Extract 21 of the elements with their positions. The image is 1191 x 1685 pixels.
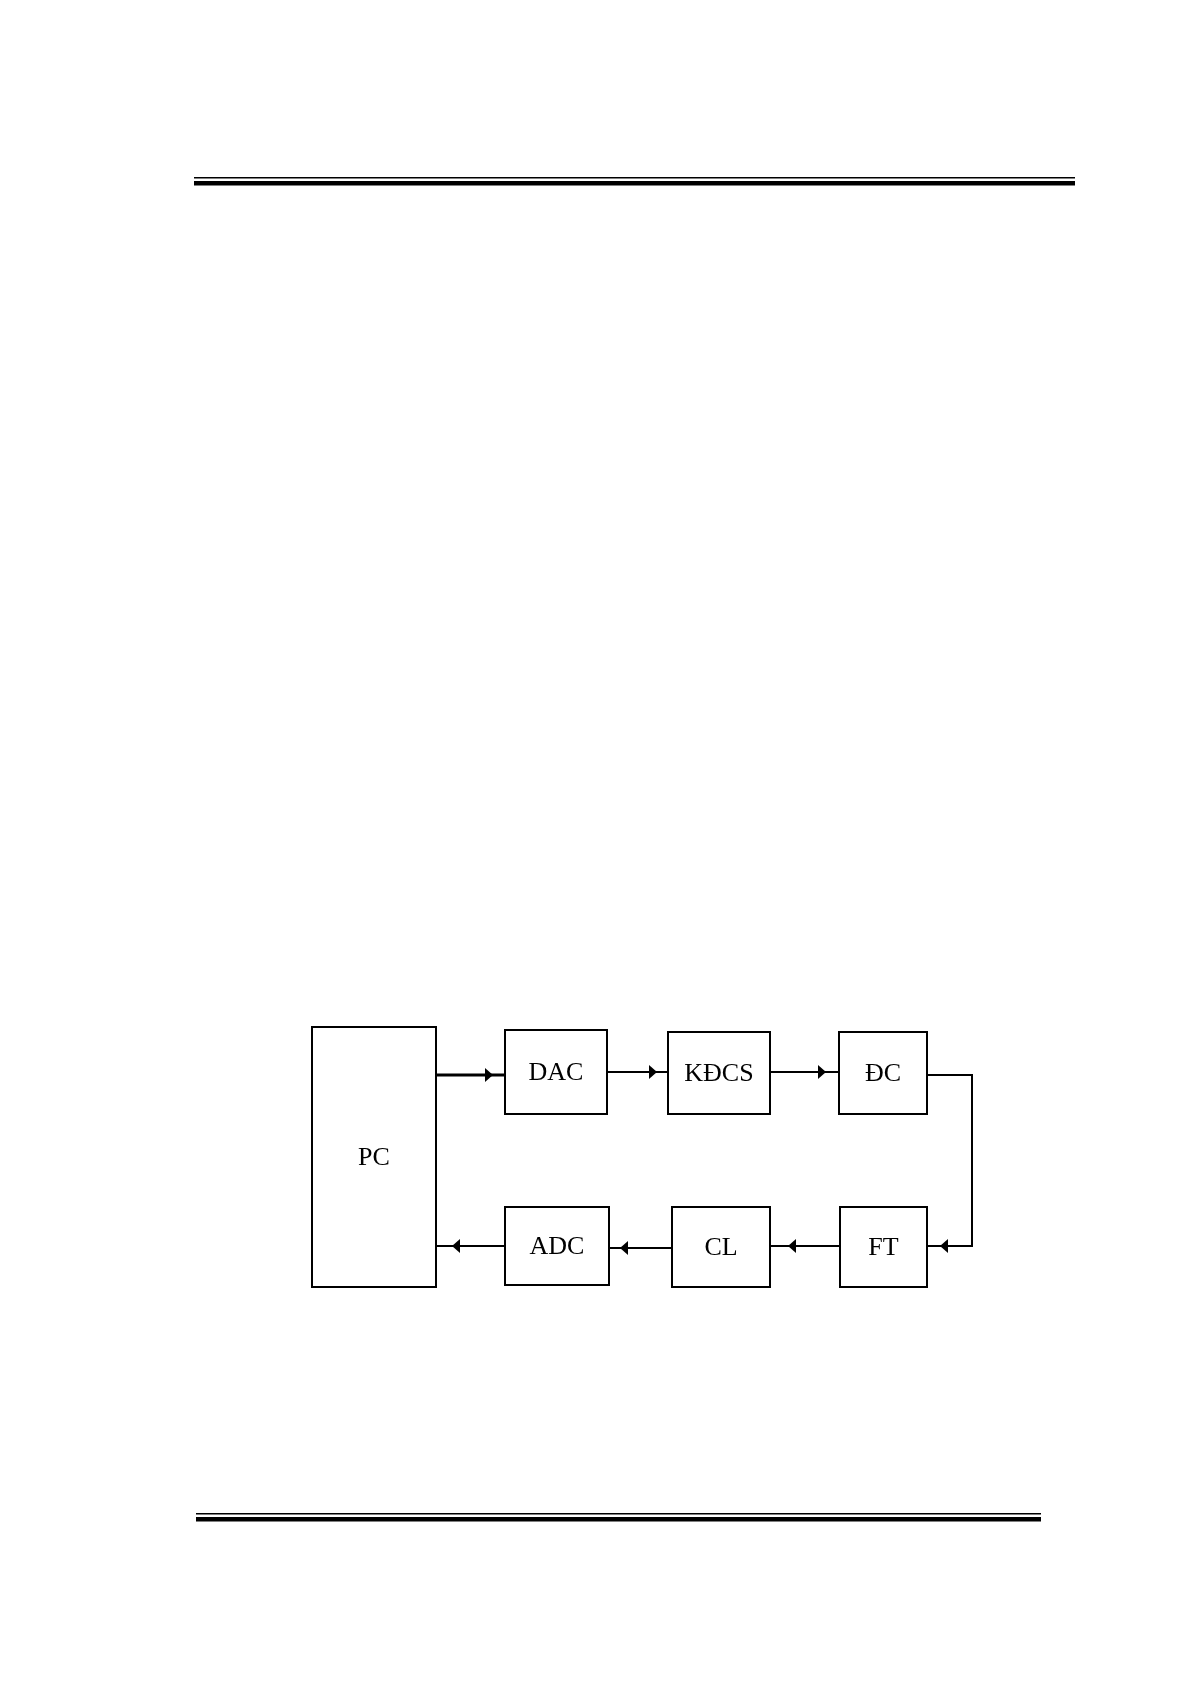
box-label: DAC	[528, 1057, 584, 1087]
arrow	[770, 1065, 839, 1079]
process-box	[838, 1031, 928, 1115]
process-box	[671, 1206, 771, 1288]
box-label: ADC	[529, 1231, 585, 1261]
process-box	[504, 1029, 608, 1115]
process-box	[839, 1206, 928, 1288]
arrow	[609, 1241, 672, 1255]
box-label: FT	[868, 1232, 899, 1262]
arrow	[770, 1239, 840, 1253]
box-label: KĐCS	[684, 1058, 754, 1088]
box-label: ĐC	[864, 1058, 902, 1088]
arrow	[927, 1074, 973, 1253]
box-label: CL	[704, 1232, 738, 1262]
arrow	[607, 1065, 668, 1079]
arrow	[437, 1068, 504, 1082]
process-box	[667, 1031, 771, 1115]
arrow	[436, 1239, 505, 1253]
process-box	[504, 1206, 610, 1286]
process-box	[311, 1026, 437, 1288]
box-label: PC	[358, 1142, 390, 1172]
